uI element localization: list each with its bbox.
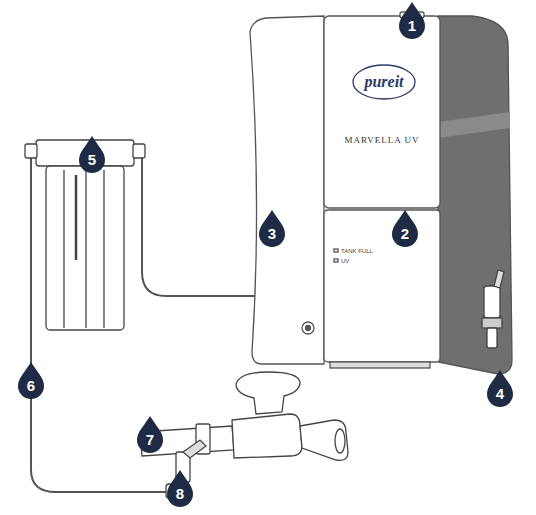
callout-droplet bbox=[399, 2, 425, 39]
callout-number: 1 bbox=[408, 16, 416, 36]
model-name: MARVELLA UV bbox=[344, 134, 419, 146]
callout-droplet bbox=[259, 210, 285, 247]
callout-droplet bbox=[79, 136, 105, 173]
curved-side-panel bbox=[250, 16, 324, 364]
indicator-dot bbox=[334, 259, 338, 262]
side-band bbox=[438, 112, 510, 138]
faucet-spout bbox=[300, 420, 348, 460]
faucet-body bbox=[232, 414, 302, 458]
callout-number: 6 bbox=[27, 376, 35, 396]
filter-fitting bbox=[25, 144, 37, 158]
callout-droplet bbox=[167, 470, 193, 507]
callout-number: 4 bbox=[496, 384, 504, 404]
callout-droplets bbox=[18, 2, 513, 507]
tube-port bbox=[302, 322, 314, 334]
tap-lever bbox=[494, 270, 504, 288]
callout-droplet bbox=[137, 416, 163, 453]
faucet-knob bbox=[236, 372, 300, 414]
callout-number: 7 bbox=[146, 430, 154, 450]
front-lower-cover bbox=[324, 210, 440, 362]
callout-number: 8 bbox=[176, 484, 184, 504]
callout-droplet bbox=[487, 370, 513, 407]
logo-badge bbox=[353, 65, 415, 99]
tube-port-inner bbox=[306, 326, 311, 331]
indicator-label: TANK FULL bbox=[341, 247, 373, 255]
callout-number: 5 bbox=[88, 150, 96, 170]
callout-number: 2 bbox=[401, 224, 409, 244]
tap-grip bbox=[482, 318, 502, 328]
valve-lever bbox=[183, 440, 206, 458]
dark-side-panel bbox=[438, 16, 512, 374]
callout-number: 3 bbox=[268, 224, 276, 244]
cartridge-edge bbox=[63, 170, 64, 328]
kitchen-faucet bbox=[140, 372, 348, 498]
callout-droplet bbox=[18, 362, 44, 399]
indicator-label: UV bbox=[341, 257, 349, 265]
brand-logo: pureit bbox=[364, 72, 403, 92]
filter-housing bbox=[46, 166, 124, 330]
dispensing-tap bbox=[482, 270, 504, 348]
tap-body bbox=[484, 286, 500, 318]
filter-fitting bbox=[133, 144, 145, 158]
tap-spout bbox=[487, 328, 497, 348]
callout-droplet bbox=[392, 210, 418, 247]
purifier-body bbox=[250, 12, 512, 374]
cartridge-edge bbox=[85, 170, 86, 328]
front-upper-cover bbox=[324, 16, 440, 208]
indicator-dot bbox=[334, 249, 338, 252]
spout-nozzle bbox=[335, 429, 345, 453]
cartridge-rod bbox=[75, 175, 78, 260]
base-foot bbox=[330, 362, 430, 368]
cartridge-edge bbox=[103, 170, 104, 328]
inlet-tube bbox=[31, 152, 168, 492]
